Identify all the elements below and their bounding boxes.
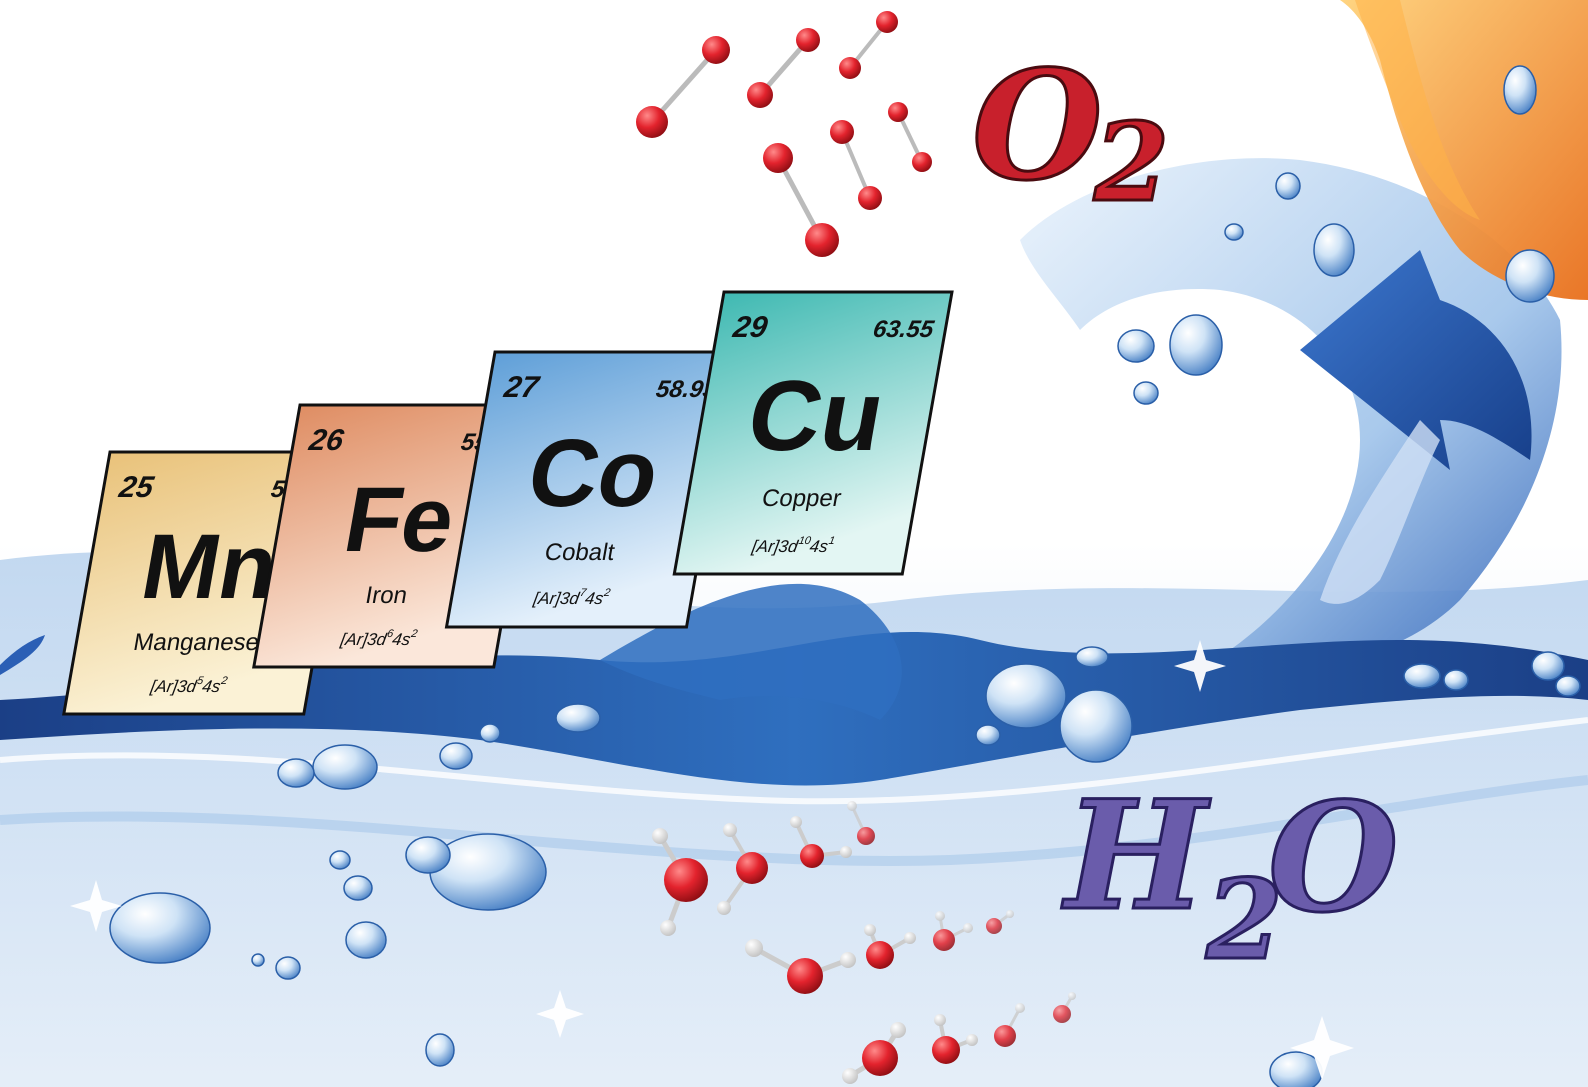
sparkles xyxy=(70,640,1354,1080)
water-droplet-icon xyxy=(312,744,378,790)
wave-crest xyxy=(600,583,902,720)
water-droplet-icon xyxy=(1275,172,1301,200)
water-molecule-icon xyxy=(652,828,708,936)
water-molecule-icon xyxy=(790,816,852,868)
oxygen-molecules xyxy=(636,11,932,257)
element-name: Iron xyxy=(363,582,409,609)
water-droplet-icon xyxy=(985,663,1067,729)
wave-highlight xyxy=(0,717,1588,805)
water-molecules xyxy=(652,801,1076,1084)
element-symbol: Cu xyxy=(740,361,893,472)
water-droplet-icon xyxy=(1555,675,1581,697)
water-droplet-icon xyxy=(329,850,351,870)
oxygen-molecule-icon xyxy=(763,143,839,257)
water-droplet-icon xyxy=(1443,669,1469,691)
element-name: Cobalt xyxy=(543,539,617,566)
electron-configuration: [Ar]3d74s2 xyxy=(531,587,611,608)
oxygen-molecule-icon xyxy=(888,102,932,172)
oxygen-molecule-icon xyxy=(636,36,730,138)
water-droplet-icon xyxy=(1059,689,1133,763)
water-droplet-icon xyxy=(1117,329,1155,363)
left-splash xyxy=(0,635,45,675)
water-droplet-icon xyxy=(1224,223,1244,241)
element-symbol: Fe xyxy=(337,468,463,571)
water-molecule-icon xyxy=(847,801,875,845)
water-droplet-icon xyxy=(405,836,451,874)
oxygen-formula: O 2 xyxy=(971,37,1171,228)
water-droplet-icon xyxy=(425,1033,455,1067)
water-droplet-icon xyxy=(277,758,315,788)
oxygen-molecule-icon xyxy=(747,28,820,108)
sparkle-icon xyxy=(70,880,122,932)
element-name: Copper xyxy=(760,485,843,512)
water-molecule-icon xyxy=(933,911,973,951)
water-droplet-icon xyxy=(275,956,301,980)
water-droplet-icon xyxy=(1403,663,1441,689)
water-formula-o: O xyxy=(1268,770,1399,946)
water-droplet-icon xyxy=(1133,381,1159,405)
element-name: Manganese xyxy=(131,629,261,656)
oxygen-formula-main: O xyxy=(972,38,1103,214)
water-droplet-icon xyxy=(343,875,373,901)
oxygen-molecule-icon xyxy=(839,11,898,79)
water-droplet-icon xyxy=(1169,314,1223,376)
water-droplet-icon xyxy=(1503,65,1537,115)
sparkle-icon xyxy=(1290,1016,1354,1080)
water-droplet-icon xyxy=(1075,646,1109,668)
electron-configuration: [Ar]3d104s1 xyxy=(750,535,836,556)
water-molecule-icon xyxy=(842,1022,906,1084)
water-formula: H 2 O xyxy=(1060,767,1401,986)
sparkle-icon xyxy=(1174,640,1226,692)
water-molecule-icon xyxy=(1053,992,1076,1023)
water-molecule-icon xyxy=(994,1003,1025,1047)
element-tile-copper: 29 63.55 Cu Copper [Ar]3d104s1 xyxy=(672,290,954,576)
atomic-mass: 63.55 xyxy=(871,316,936,343)
sparkle-icon xyxy=(536,990,584,1038)
wave-highlight-lower xyxy=(0,775,1588,866)
water-droplet-icon xyxy=(1505,249,1555,303)
water-formula-subscript: 2 xyxy=(1205,855,1283,984)
atomic-number: 29 xyxy=(730,311,770,344)
atomic-number: 27 xyxy=(501,371,542,404)
water-molecule-icon xyxy=(717,823,768,915)
water-droplet-icon xyxy=(479,723,501,743)
water-molecule-icon xyxy=(932,1014,978,1064)
water-droplet-icon xyxy=(1269,1051,1323,1087)
atomic-number: 26 xyxy=(306,424,346,457)
water-molecule-icon xyxy=(986,910,1014,934)
water-formula-h: H xyxy=(1061,768,1211,944)
element-tile-cobalt: 27 58.93 Co Cobalt [Ar]3d74s2 xyxy=(444,350,737,629)
oxygen-molecule-icon xyxy=(830,120,882,210)
water-droplet-icon xyxy=(345,921,387,959)
element-symbol: Co xyxy=(520,419,667,527)
water-droplet-icon xyxy=(975,724,1001,746)
element-symbol: Mn xyxy=(134,515,285,618)
water-molecule-icon xyxy=(745,939,856,994)
water-droplet-icon xyxy=(1313,223,1355,277)
electron-configuration: [Ar]3d54s2 xyxy=(148,675,228,696)
water-droplet-icon xyxy=(439,742,473,770)
water-molecule-icon xyxy=(864,924,916,969)
water-droplet-icon xyxy=(109,892,211,964)
water-droplets xyxy=(109,65,1581,1087)
water-droplet-icon xyxy=(555,703,601,733)
electron-configuration: [Ar]3d64s2 xyxy=(338,628,418,649)
atomic-number: 25 xyxy=(116,471,157,504)
oxygen-formula-subscript: 2 xyxy=(1093,100,1169,226)
water-droplet-icon xyxy=(251,953,265,967)
water-droplet-icon xyxy=(1531,651,1565,681)
